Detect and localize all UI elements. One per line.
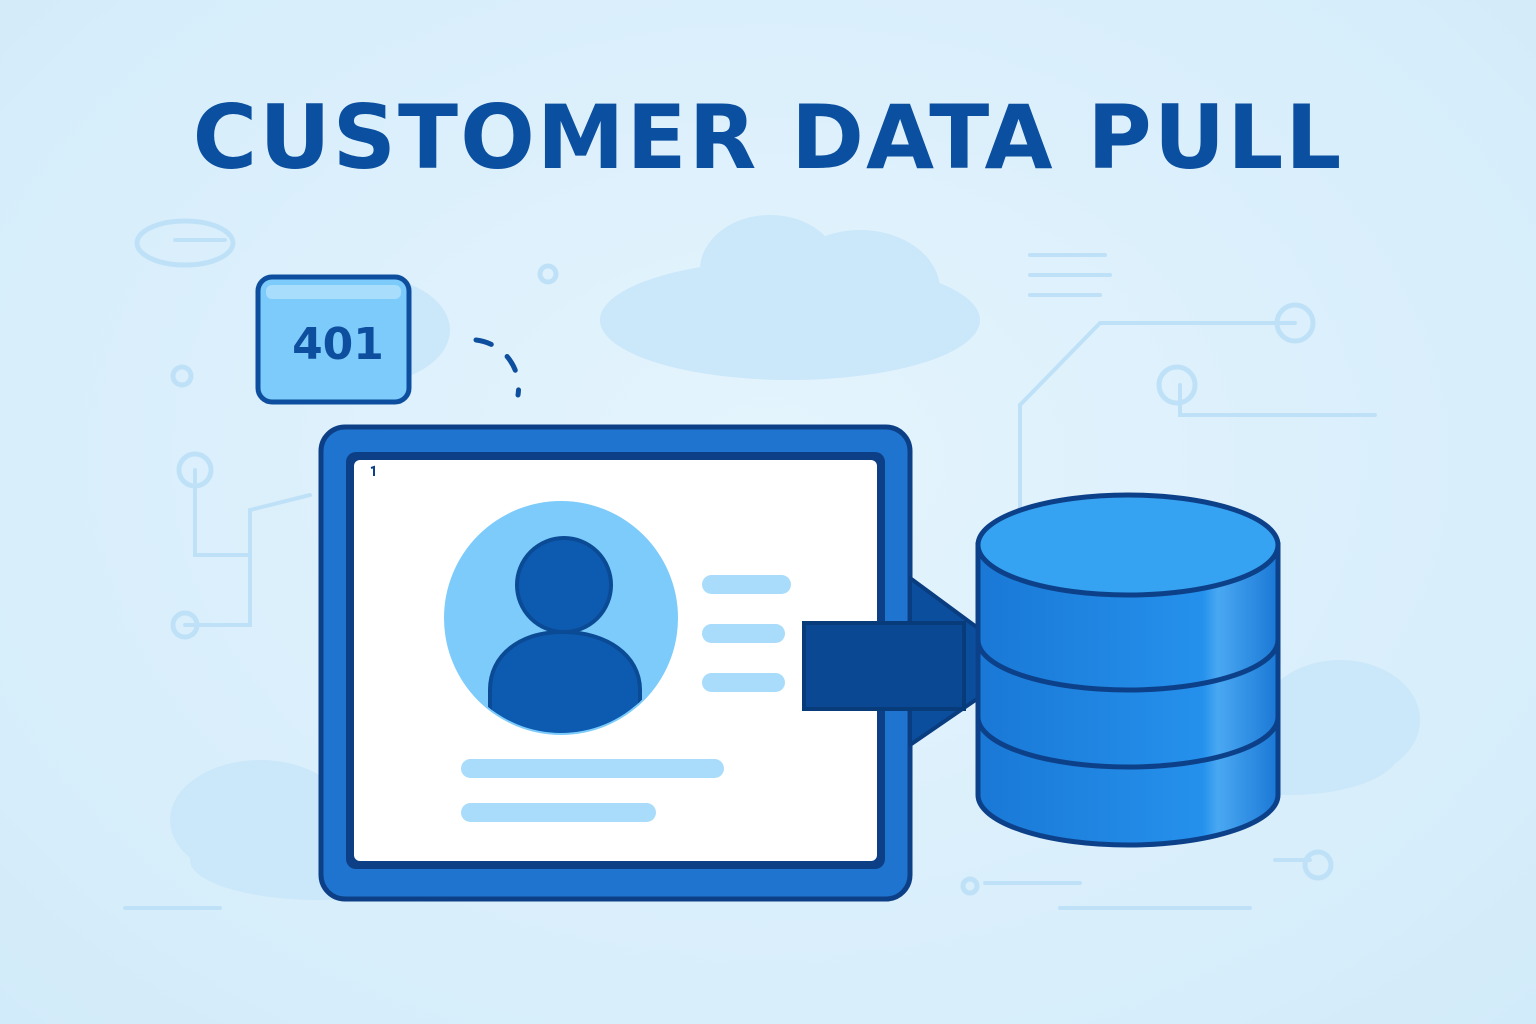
database-top <box>975 492 1281 598</box>
arrow-shaft <box>802 621 966 711</box>
user-avatar-icon <box>444 501 678 735</box>
profile-line-2 <box>702 624 785 643</box>
circuit-nodes <box>134 218 1334 896</box>
circuit-traces <box>123 238 1377 910</box>
profile-line-5 <box>461 803 656 822</box>
status-badge-box <box>255 274 412 405</box>
loading-spinner-icon <box>473 337 522 398</box>
status-badge-highlight <box>266 285 401 299</box>
customer-profile-card <box>318 424 913 902</box>
profile-line-4 <box>461 759 724 778</box>
database-ring-1 <box>975 639 1281 693</box>
database-ring-2 <box>975 716 1281 770</box>
screen-corner-mark <box>370 465 375 476</box>
avatar-head <box>515 536 613 634</box>
status-badge: 401 <box>255 274 412 405</box>
status-badge-code: 401 <box>292 319 384 370</box>
page-title: CUSTOMER DATA PULL <box>192 86 1344 189</box>
profile-line-1 <box>702 575 791 594</box>
database-icon <box>975 492 1281 848</box>
profile-line-3 <box>702 673 785 692</box>
database-body <box>975 542 1281 848</box>
profile-text-lines <box>461 575 791 822</box>
